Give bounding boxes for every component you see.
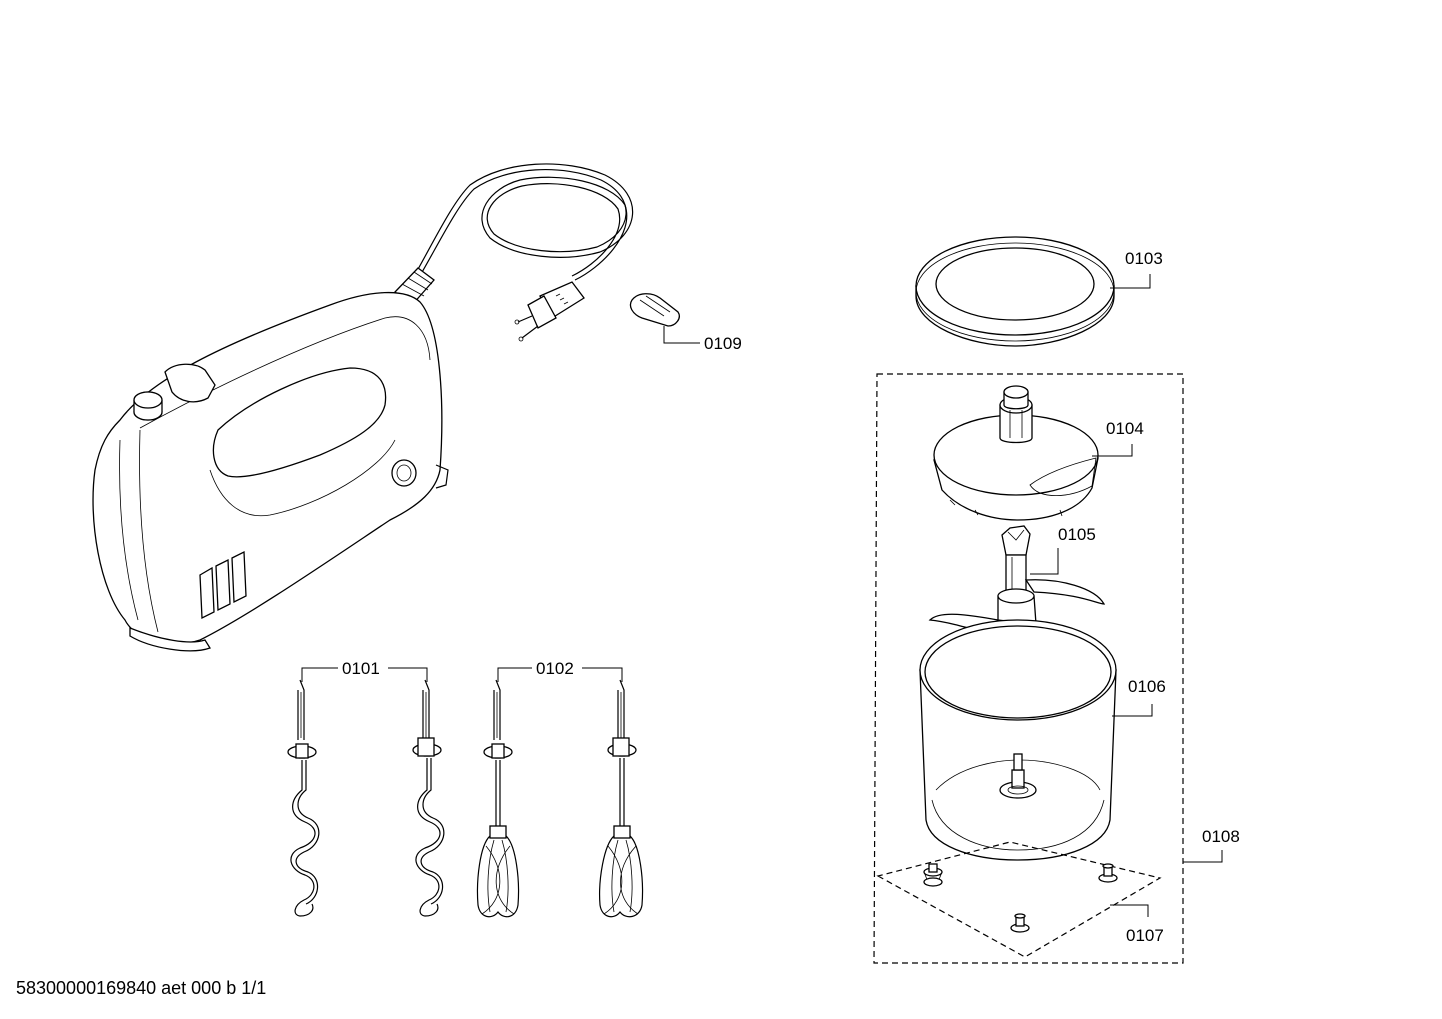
part-label-0106: 0106 — [1128, 677, 1166, 696]
leader-line-0102 — [497, 667, 623, 682]
leader-line-0107 — [1110, 904, 1149, 917]
leader-line-0106 — [1112, 704, 1153, 717]
chopper-gear-cover — [933, 385, 1099, 521]
chopper-lid-ring — [915, 236, 1115, 347]
leader-line-0101 — [301, 667, 428, 682]
part-label-0103: 0103 — [1125, 249, 1163, 268]
hand-mixer-body — [92, 163, 634, 652]
leader-line-0105 — [1030, 548, 1059, 575]
dough-hook-right — [412, 679, 445, 917]
diagram-footer-code: 58300000169840 aet 000 b 1/1 — [16, 978, 267, 998]
whisk-left — [476, 679, 520, 918]
part-label-0108: 0108 — [1202, 827, 1240, 846]
part-label-0104: 0104 — [1106, 419, 1144, 438]
leader-line-0104 — [1092, 444, 1133, 457]
leader-line-0109 — [663, 326, 700, 344]
part-label-0107: 0107 — [1126, 926, 1164, 945]
leader-line-0108 — [1183, 850, 1223, 863]
part-label-0102: 0102 — [536, 659, 574, 678]
part-label-0101: 0101 — [342, 659, 380, 678]
dough-hook-left — [287, 679, 320, 917]
chopper-base-feet — [876, 841, 1162, 958]
leader-line-0103 — [1110, 274, 1151, 289]
part-label-0105: 0105 — [1058, 525, 1096, 544]
part-label-0109: 0109 — [704, 334, 742, 353]
chopper-bowl — [919, 619, 1117, 861]
cord-clip — [629, 293, 680, 327]
assembly-box-0108 — [873, 373, 1184, 964]
whisk-right — [599, 679, 644, 918]
